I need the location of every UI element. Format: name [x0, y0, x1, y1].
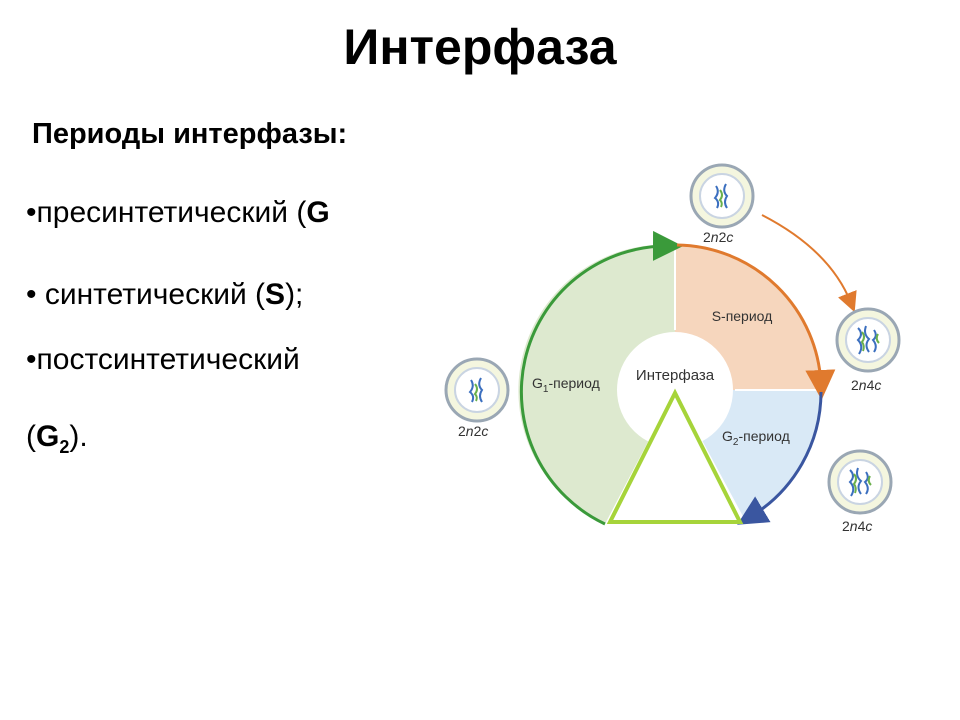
cell-right-upper-label: 2n4c	[851, 377, 881, 393]
center-label: Интерфаза	[636, 367, 715, 384]
cell-top-label: 2n2c	[703, 229, 733, 245]
list-item-g2: •постсинтетический	[26, 343, 300, 376]
list-item-g2-code: (G2).	[26, 420, 88, 457]
s-arc	[676, 243, 836, 400]
slide-title: Интерфаза	[343, 19, 617, 75]
list-item-s: • синтетический (S);	[26, 278, 304, 311]
cell-top	[689, 163, 755, 229]
g1-arc	[519, 230, 683, 526]
text-clip-mask	[425, 120, 520, 230]
cell-right-lower-label: 2n4c	[842, 518, 872, 534]
g1-sector	[518, 244, 675, 525]
g2-label: G2-период	[722, 428, 790, 448]
g1-label: G1-период	[532, 375, 600, 395]
s-label: S-период	[712, 308, 773, 324]
cell-right-lower	[827, 449, 893, 515]
triangle-outline	[606, 388, 744, 524]
cell-left-label: 2n2c	[458, 423, 488, 439]
periods-heading: Периоды интерфазы:	[32, 118, 348, 150]
cell-right-upper	[835, 307, 901, 373]
list-item-g1: •пресинтетический (G	[26, 196, 330, 229]
g2-arc	[737, 391, 823, 525]
arrow-cell1-to-cell2	[761, 214, 857, 313]
cell-left	[444, 357, 510, 423]
